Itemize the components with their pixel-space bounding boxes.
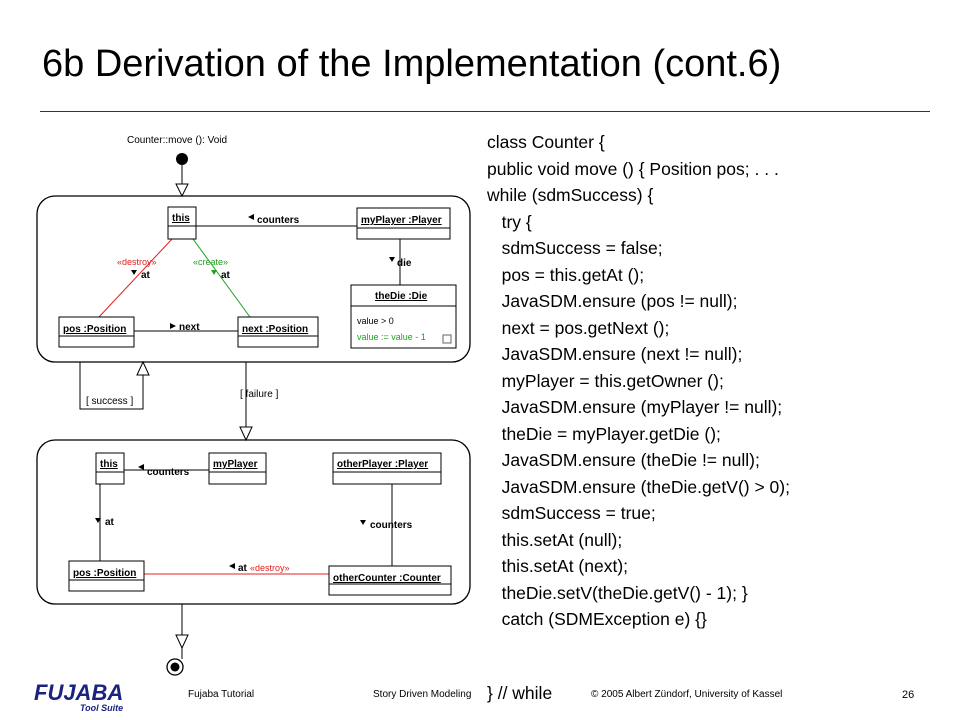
object-othercounter[interactable]: otherCounter :Counter [328, 565, 452, 596]
code-line: while (sdmSuccess) { [487, 185, 654, 205]
code-line: class Counter { [487, 132, 605, 152]
footer-right: © 2005 Albert Zündorf, University of Kas… [591, 689, 783, 700]
code-line: this.setAt (null); [487, 529, 623, 550]
die-condition: value > 0 [357, 316, 394, 326]
code-line: theDie = myPlayer.getDie (); [487, 423, 721, 444]
activity-1 [36, 195, 471, 363]
success-transition [79, 362, 144, 410]
svg-text:pos :Position: pos :Position [63, 324, 126, 335]
svg-text:this: this [100, 459, 118, 470]
link-label-at-left: at [105, 517, 115, 528]
create-stereotype: «create» [193, 257, 228, 267]
link-label-counters-right: counters [370, 520, 413, 531]
svg-text:otherCounter :Counter: otherCounter :Counter [333, 573, 441, 584]
destroy-stereotype-2: «destroy» [250, 563, 290, 573]
guard-success: [ success ] [86, 396, 133, 407]
svg-text:theDie :Die: theDie :Die [375, 291, 428, 302]
title-divider [40, 111, 930, 112]
code-line: JavaSDM.ensure (myPlayer != null); [487, 397, 783, 417]
code-line: pos = this.getAt (); [487, 264, 645, 285]
code-line: public void move () { Position pos; . . … [487, 158, 779, 179]
code-line: catch (SDMException e) {} [487, 609, 707, 629]
link-label-counters: counters [257, 215, 300, 226]
object-thedie[interactable]: theDie :Die value > 0 value := value - 1 [350, 284, 457, 349]
slide-title: 6b Derivation of the Implementation (con… [42, 43, 782, 85]
activity-2 [36, 439, 471, 605]
start-node [176, 153, 188, 165]
object-this[interactable]: this [167, 206, 197, 240]
story-diagram: Counter::move (): Void counters die «des… [36, 135, 471, 676]
code-line: JavaSDM.ensure (theDie != null); [487, 450, 760, 470]
code-line: this.setAt (next); [487, 556, 629, 576]
die-assignment: value := value - 1 [357, 332, 426, 342]
object-myplayer-2[interactable]: myPlayer [208, 452, 267, 485]
guard-failure: [ failure ] [240, 389, 279, 400]
link-label-at-bottom: at [238, 563, 248, 574]
svg-text:FUJABA: FUJABA [34, 680, 123, 705]
object-myplayer[interactable]: myPlayer :Player [356, 207, 451, 240]
code-line: JavaSDM.ensure (theDie.getV() > 0); [487, 476, 790, 497]
link-label-die: die [397, 258, 412, 269]
svg-text:this: this [172, 213, 190, 224]
transition-arrow [175, 183, 189, 198]
fujaba-logo: FUJABA Tool Suite [34, 680, 123, 713]
end-node [166, 658, 184, 676]
code-line: JavaSDM.ensure (next != null); [487, 344, 743, 364]
svg-text:Tool Suite: Tool Suite [80, 703, 123, 713]
code-line: JavaSDM.ensure (pos != null); [487, 291, 738, 311]
svg-text:myPlayer: myPlayer [213, 459, 258, 470]
object-pos[interactable]: pos :Position [58, 316, 135, 348]
link-label-counters-top: counters [147, 467, 190, 478]
destroy-stereotype: «destroy» [117, 257, 157, 267]
code-listing: class Counter { public void move () { Pos… [487, 129, 790, 633]
footer-center: Story Driven Modeling [373, 689, 472, 700]
object-this-2[interactable]: this [95, 452, 125, 485]
page-number: 26 [902, 689, 915, 701]
code-line: theDie.setV(theDie.getV() - 1); } [487, 582, 748, 603]
svg-text:pos :Position: pos :Position [73, 568, 136, 579]
object-next[interactable]: next :Position [237, 316, 319, 348]
link-label-at-destroy: at [141, 270, 151, 281]
code-line: sdmSuccess = true; [487, 503, 656, 523]
code-line: myPlayer = this.getOwner (); [487, 370, 724, 391]
code-tail: } // while [487, 681, 557, 705]
code-line: sdmSuccess = false; [487, 238, 663, 258]
code-line: try { [487, 211, 532, 232]
code-line: next = pos.getNext (); [487, 317, 670, 338]
method-signature: Counter::move (): Void [127, 135, 227, 146]
footer-left: Fujaba Tutorial [188, 689, 255, 700]
object-otherplayer[interactable]: otherPlayer :Player [332, 452, 442, 485]
svg-text:next :Position: next :Position [242, 324, 308, 335]
svg-text:otherPlayer :Player: otherPlayer :Player [337, 459, 428, 470]
object-pos-2[interactable]: pos :Position [68, 560, 145, 592]
link-label-at-create: at [221, 270, 231, 281]
link-label-next: next [179, 322, 200, 333]
svg-text:myPlayer :Player: myPlayer :Player [361, 215, 442, 226]
